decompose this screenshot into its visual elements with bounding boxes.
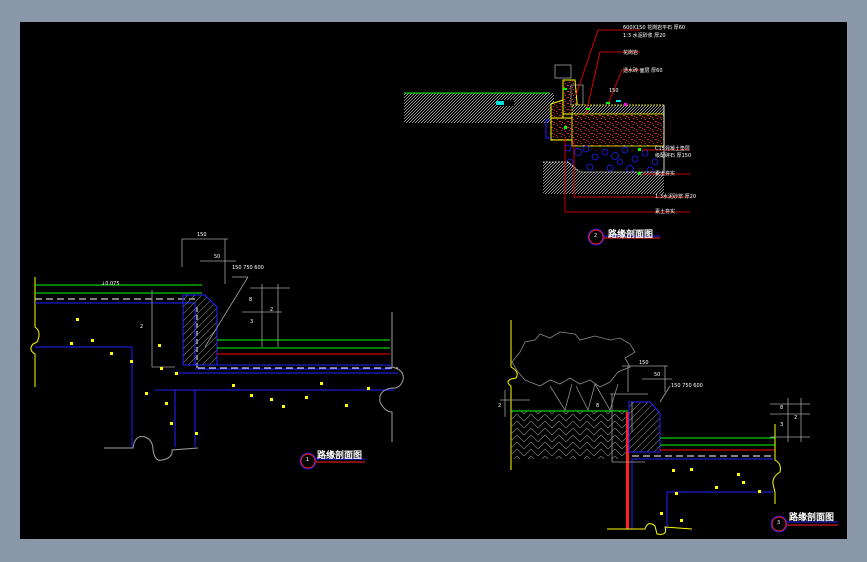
- dim-label-right-c: 3: [250, 319, 254, 325]
- ground-hatch-left: [404, 93, 554, 123]
- aggregate-specks-3: [660, 468, 761, 522]
- cad-canvas[interactable]: 600X150 花岗岩平石 厚60 1:3 水泥砂浆 厚20 花岗岩 透水砖 面…: [20, 22, 847, 539]
- drain-pipe-fill: [496, 101, 504, 105]
- callout-label: 素土夯实: [655, 209, 676, 215]
- detail-1-title-marker: [299, 452, 365, 470]
- leader-lines: [564, 29, 690, 213]
- detail-1-title: 路缘剖面图: [317, 451, 363, 461]
- curb-guide-box-1: [554, 64, 572, 79]
- planter-wall: [626, 412, 629, 529]
- paving-layer-red: [571, 113, 665, 147]
- detail-3-title-marker: [770, 515, 838, 533]
- dim-label-right-a: 8: [249, 297, 253, 303]
- gravel-layer: [564, 144, 659, 175]
- curb-note-3: 150 750 600: [671, 383, 703, 389]
- detail-1-number: 1: [306, 457, 310, 463]
- paving-top-hatch: [572, 105, 664, 114]
- marker-magenta: [624, 103, 627, 106]
- dim-label-right-b: 2: [270, 307, 274, 313]
- dim-label-sub-3: 50: [654, 372, 661, 378]
- dim-label-left-b-3: 2: [498, 403, 502, 409]
- shrub-outline: [511, 331, 636, 388]
- detail-1-section: [30, 238, 404, 461]
- break-line-right-3: [772, 424, 781, 504]
- detail-2-number: 2: [594, 233, 598, 239]
- dim-label-right-a-3: 8: [780, 405, 784, 411]
- dim-label-top-3: 150: [639, 360, 649, 366]
- detail-3-number: 3: [777, 520, 781, 526]
- curb-stone-3: [628, 401, 661, 453]
- break-line-left: [30, 277, 40, 387]
- detail-2-title: 路缘剖面图: [608, 230, 654, 240]
- dim-label-sub: 50: [214, 254, 221, 260]
- dim-label-right-c-3: 3: [780, 422, 784, 428]
- callout-label: 花岗岩: [623, 50, 639, 56]
- dim-label-top: 150: [197, 232, 207, 238]
- callout-label: 透水砖 面层 厚60: [623, 68, 663, 74]
- subgrade-hatch: [543, 162, 664, 194]
- detail-2-section: [404, 29, 690, 213]
- leader-markers: [563, 88, 641, 175]
- break-line-bottom: [104, 436, 199, 461]
- cad-drawing: [30, 29, 838, 535]
- break-line-left-3: [507, 320, 518, 470]
- break-line-bottom-3: [607, 523, 693, 535]
- callout-label: 1:3水泥砂浆 厚20: [655, 194, 696, 200]
- detail-2-title-marker: [587, 228, 660, 246]
- detail-3-section: [500, 320, 810, 535]
- shrub-stems: [549, 383, 619, 412]
- aggregate-specks: [70, 318, 370, 435]
- drain-bracket: [545, 119, 551, 139]
- dimension-label: 150: [609, 88, 619, 94]
- dimension-lines: [151, 238, 290, 368]
- callout-label: 素土夯实: [655, 171, 676, 177]
- callout-label: 级配碎石 厚150: [655, 153, 692, 159]
- detail-3-title: 路缘剖面图: [789, 513, 835, 523]
- subgrade-top-line: [543, 161, 664, 173]
- curb-stone: [182, 294, 218, 366]
- dim-label-left: 2: [140, 324, 144, 330]
- dim-label-left-a-3: 8: [596, 403, 600, 409]
- callout-label: 1:3 水泥砂浆 厚20: [623, 33, 666, 39]
- callout-label: 600X150 花岗岩平石 厚60: [623, 25, 686, 31]
- marker-cyan: [616, 100, 621, 102]
- break-line-right: [379, 312, 404, 442]
- drain-pipe: [498, 100, 514, 106]
- dim-label-right-b-3: 2: [794, 415, 798, 421]
- curb-note: 150 750 600: [232, 265, 264, 271]
- soil-hatch: [511, 411, 628, 459]
- concrete-base-3: [631, 458, 773, 529]
- callout-label: C15混凝土垫层: [655, 146, 690, 152]
- surface-elevation-label: ↓0.075: [101, 281, 120, 287]
- dimension-lines-3: [500, 365, 810, 463]
